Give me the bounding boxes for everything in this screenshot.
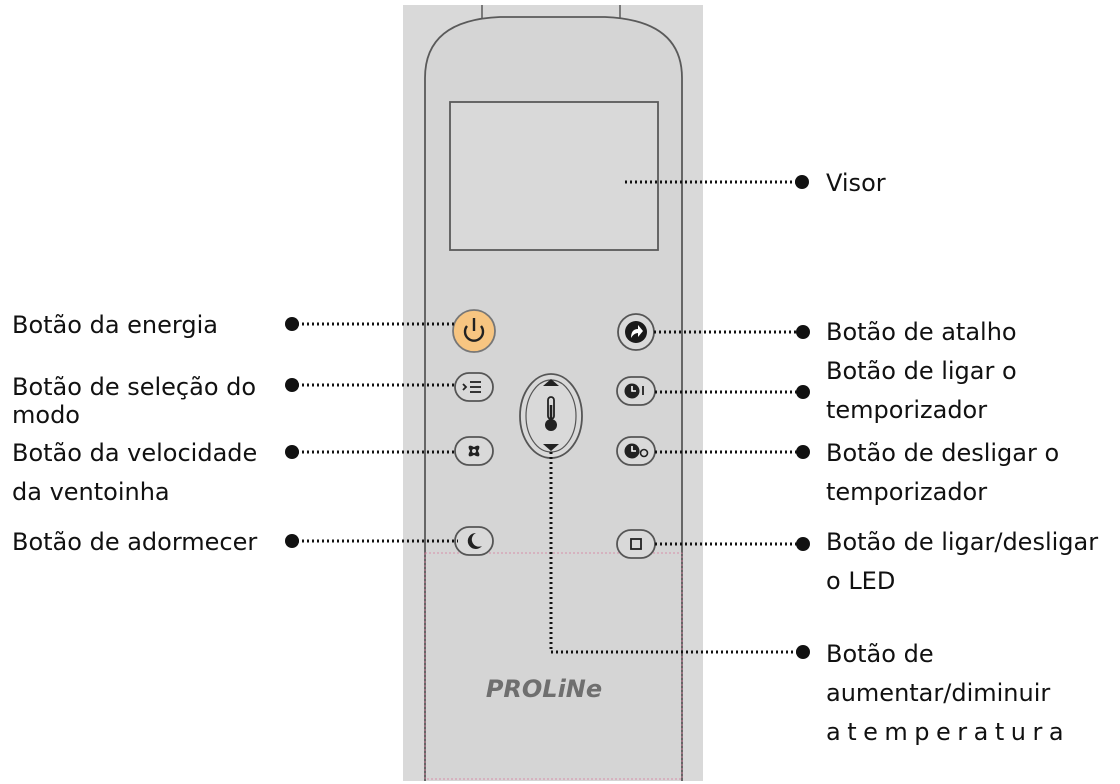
shortcut-button[interactable] [617,313,655,351]
label-timer-off-line2: temporizador [826,478,988,506]
label-fan-line1: Botão da velocidade [12,439,258,467]
label-timer-off-line1: Botão de desligar o [826,439,1060,467]
label-mode-line1: Botão de seleção do [12,373,257,401]
led-button[interactable] [616,529,656,559]
power-icon [463,318,485,342]
moon-icon [467,532,482,549]
label-fan-line2: da ventoinha [12,478,170,506]
fan-speed-button[interactable] [454,436,494,466]
label-mode-line2: modo [12,401,80,429]
mode-button[interactable] [454,372,494,402]
leader-lines [297,180,797,654]
mode-list-icon [462,381,481,393]
timer-off-button[interactable] [616,436,656,466]
label-timer-on-line1: Botão de ligar o [826,357,1017,385]
temperature-button[interactable] [519,373,583,459]
label-shortcut: Botão de atalho [826,318,1017,346]
power-button[interactable] [452,309,496,353]
label-temperature-line1: Botão de [826,640,934,668]
label-display: Visor [826,169,886,197]
label-sleep: Botão de adormecer [12,528,258,556]
brand-logo: PROLiNe [486,675,602,703]
shortcut-arrow-icon [631,325,643,338]
label-timer-on-line2: temporizador [826,396,988,424]
timer-on-button[interactable] [616,376,656,406]
label-power: Botão da energia [12,311,218,339]
timer-on-icon [624,383,644,399]
square-icon [630,538,642,550]
thermometer-icon [545,396,557,431]
remote-lower-section [424,552,683,780]
timer-off-icon [624,443,649,459]
display-screen[interactable] [449,101,659,251]
temperature-up-arrow [543,379,559,386]
label-temperature-line3: atemperatura [826,718,1071,746]
label-led-line2: o LED [826,567,896,595]
sleep-button[interactable] [454,526,494,556]
label-temperature-line2: aumentar/diminuir [826,679,1051,707]
fan-icon [468,445,480,457]
label-led-line1: Botão de ligar/desligar [826,528,1099,556]
leader-dots [285,175,810,659]
temperature-down-arrow [543,444,559,451]
